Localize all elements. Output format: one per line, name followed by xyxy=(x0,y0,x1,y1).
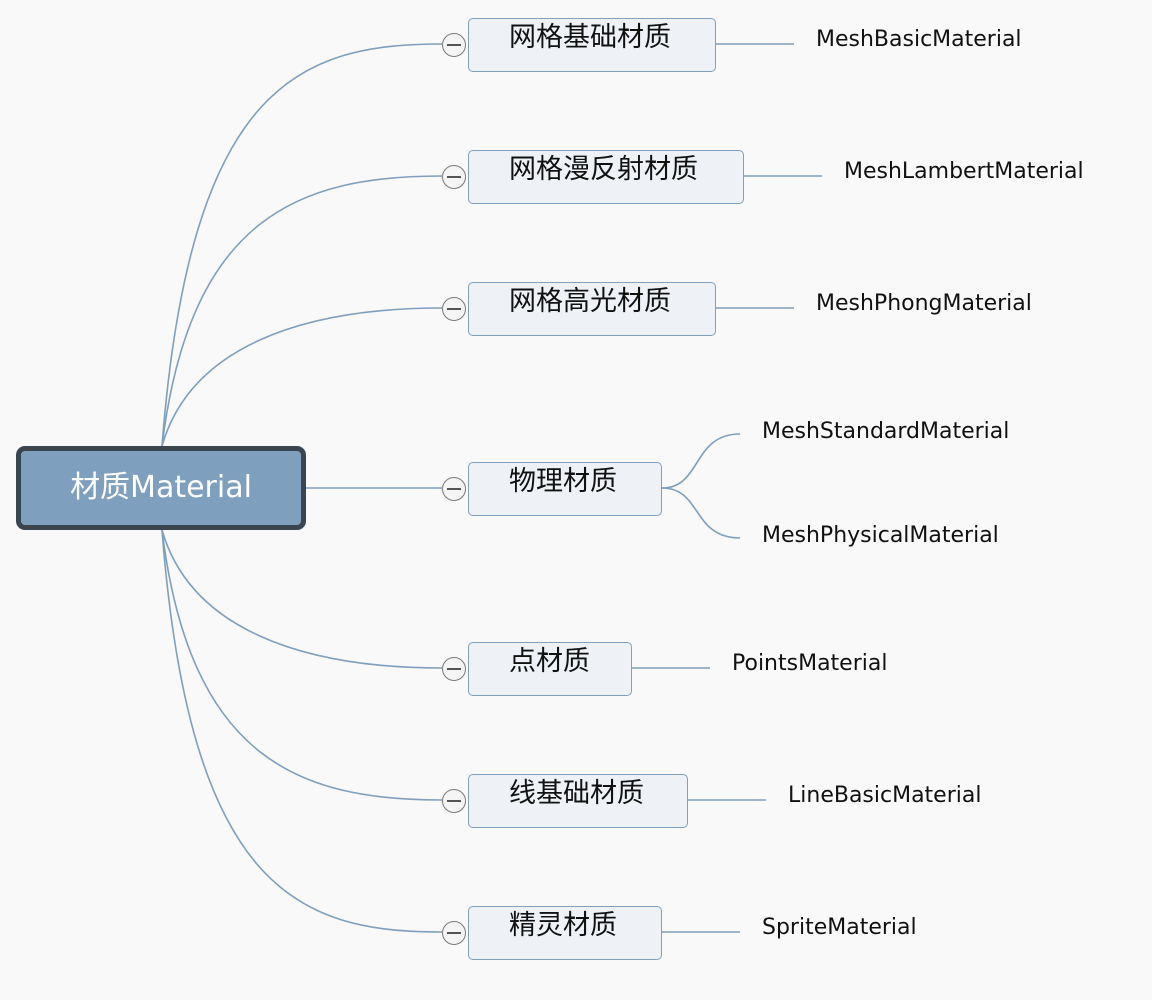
root-connector xyxy=(161,529,443,801)
root-node[interactable]: 材质Material xyxy=(16,446,306,530)
leaf-label[interactable]: MeshLambertMaterial xyxy=(844,159,1084,184)
root-connector xyxy=(161,529,443,933)
root-connector xyxy=(161,175,443,447)
root-connector xyxy=(161,43,443,447)
collapse-minus-icon[interactable] xyxy=(442,165,466,189)
collapse-minus-icon[interactable] xyxy=(442,789,466,813)
branch-node[interactable]: 网格基础材质 xyxy=(468,18,716,72)
leaf-label[interactable]: MeshPhongMaterial xyxy=(816,291,1032,316)
branch-node[interactable]: 物理材质 xyxy=(468,462,662,516)
collapse-minus-icon[interactable] xyxy=(442,657,466,681)
collapse-minus-icon[interactable] xyxy=(442,33,466,57)
leaf-label[interactable]: SpriteMaterial xyxy=(762,915,917,940)
collapse-minus-icon[interactable] xyxy=(442,477,466,501)
branch-node[interactable]: 点材质 xyxy=(468,642,632,696)
branch-node[interactable]: 精灵材质 xyxy=(468,906,662,960)
leaf-label[interactable]: MeshPhysicalMaterial xyxy=(762,523,999,548)
root-connector xyxy=(161,529,443,669)
branch-node[interactable]: 线基础材质 xyxy=(468,774,688,828)
leaf-label[interactable]: LineBasicMaterial xyxy=(788,783,982,808)
leaf-connector xyxy=(661,487,741,539)
root-connector xyxy=(161,307,443,447)
leaf-label[interactable]: PointsMaterial xyxy=(732,651,888,676)
leaf-label[interactable]: MeshBasicMaterial xyxy=(816,27,1022,52)
branch-node[interactable]: 网格漫反射材质 xyxy=(468,150,744,204)
collapse-minus-icon[interactable] xyxy=(442,921,466,945)
collapse-minus-icon[interactable] xyxy=(442,297,466,321)
leaf-label[interactable]: MeshStandardMaterial xyxy=(762,419,1010,444)
leaf-connector xyxy=(661,433,741,489)
branch-node[interactable]: 网格高光材质 xyxy=(468,282,716,336)
